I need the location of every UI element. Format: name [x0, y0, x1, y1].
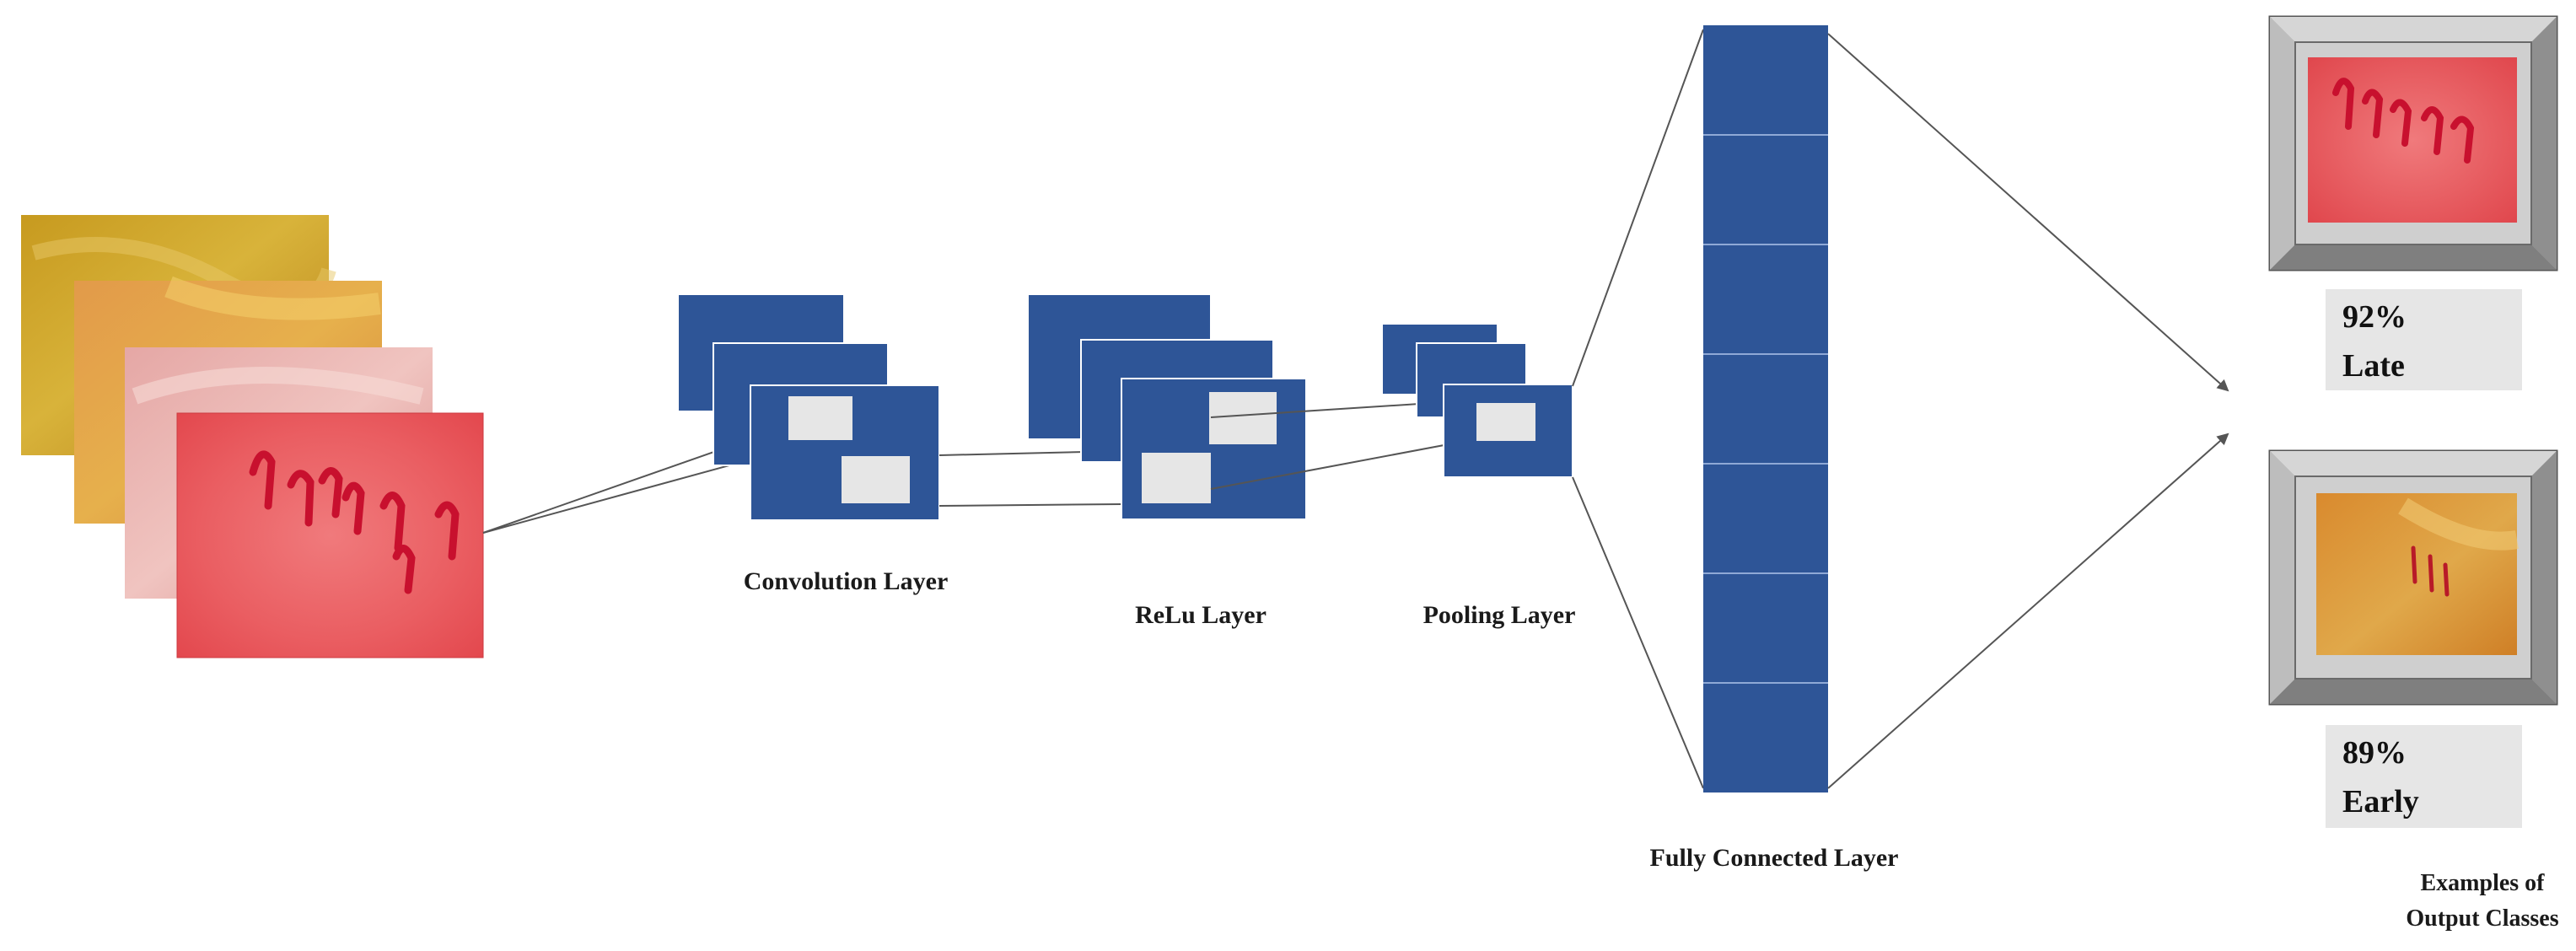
pooling-layer-label: Pooling Layer — [1422, 601, 1576, 629]
output-frame-early — [2268, 449, 2558, 706]
output-class-early-box: 89% Early — [2326, 725, 2522, 828]
fc-column — [1703, 25, 1828, 792]
pooling-layer — [1383, 325, 1573, 478]
output-late-capillaries — [2332, 78, 2475, 164]
fully-connected-layer — [1703, 25, 1828, 792]
input-image-pink-texture — [132, 367, 424, 405]
arrow-to-late — [1827, 33, 2229, 392]
pool-patch — [1476, 403, 1535, 441]
output-caption-line1: Examples of — [2420, 870, 2545, 896]
arrow-to-early — [1827, 433, 2229, 789]
relu-patch-1 — [1209, 392, 1277, 444]
output-class-late-percent: 92% — [2342, 299, 2407, 335]
relu-layer — [1029, 295, 1307, 520]
output-frame-late — [2268, 15, 2558, 271]
relu-patch-2 — [1142, 453, 1211, 503]
output-class-early-percent: 89% — [2342, 735, 2407, 771]
convolution-layer-label: Convolution Layer — [743, 567, 949, 595]
output-caption-line2: Output Classes — [2406, 905, 2559, 932]
output-classes-caption: Examples of Output Classes — [2406, 866, 2558, 937]
input-image-red — [176, 412, 484, 658]
input-image-orange-texture — [164, 276, 381, 320]
input-image-stack — [21, 215, 484, 658]
output-class-late-box: 92% Late — [2326, 289, 2522, 390]
fully-connected-layer-label: Fully Connected Layer — [1649, 844, 1899, 872]
fc-to-output-arrows — [1827, 33, 2229, 789]
pool-to-fc-lines — [1572, 29, 1704, 789]
convolution-layer — [679, 295, 940, 521]
capillary-marks — [249, 450, 460, 594]
conv-patch-1 — [788, 396, 852, 440]
output-class-late-name: Late — [2342, 348, 2405, 384]
relu-layer-label: ReLu Layer — [1135, 601, 1266, 629]
output-early-texture — [2398, 497, 2519, 551]
conv-patch-2 — [842, 456, 910, 503]
output-early-capillaries — [2411, 545, 2450, 597]
output-class-early-name: Early — [2342, 784, 2419, 819]
